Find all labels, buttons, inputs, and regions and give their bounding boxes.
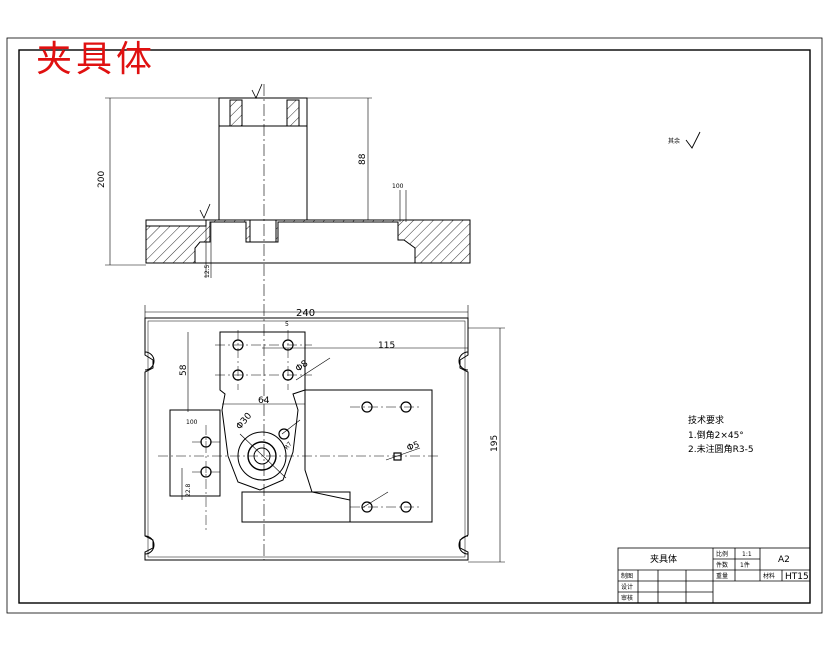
title-check-label: 审核 [621, 594, 633, 602]
roughness-check-icon [685, 131, 701, 149]
tech-title: 技术要求 [688, 414, 724, 426]
bottom-pad [241, 491, 351, 523]
outer-border [6, 37, 823, 614]
dim-phi30: Φ30 [235, 411, 255, 432]
dim-200: 200 [97, 171, 107, 188]
roughness-symbol-top [199, 83, 263, 219]
dim-5: 5 [285, 321, 289, 328]
left-pad [169, 409, 221, 497]
title-material-value: HT15 [785, 572, 809, 582]
dim-58: 58 [179, 364, 189, 376]
part-name-stamp: 夹具体 [36, 39, 157, 80]
title-quantity-label: 件数 [716, 561, 728, 569]
slot-left-top [144, 351, 155, 371]
dim-240: 240 [296, 308, 315, 319]
small-square-hole [393, 452, 402, 461]
plate-inner-edge [147, 320, 466, 558]
front-view [145, 97, 471, 278]
dim-phi5: Φ5 [406, 440, 421, 454]
upper-boss-hatch-left [229, 99, 243, 127]
inner-border [18, 49, 811, 604]
slot-right-top [458, 351, 469, 371]
roughness-note: 其余 [668, 137, 680, 145]
dim-12-5: 12.5 [204, 264, 211, 278]
dim-88: 88 [358, 153, 368, 165]
top-dimensions [144, 305, 505, 563]
front-dimensions [105, 97, 372, 266]
dim-100-tol-left: 100 [186, 419, 198, 426]
slot-right-bottom [458, 535, 469, 555]
dim-r7: R7 [283, 441, 294, 452]
tech-item-2: 2.未注圆角R3-5 [688, 443, 754, 455]
title-ratio-value: 1:1 [742, 551, 752, 558]
title-material-label: 材料 [763, 572, 775, 580]
dim-195: 195 [490, 435, 500, 452]
top-view [144, 317, 469, 561]
base-plate-section [145, 219, 471, 264]
title-sheet-size: A2 [778, 555, 790, 565]
dim-64: 64 [258, 396, 270, 406]
title-part-name: 夹具体 [650, 553, 677, 565]
tech-item-1: 1.倒角2×45° [688, 429, 744, 441]
title-weight-label: 重量 [716, 572, 728, 580]
hole [278, 428, 290, 440]
title-quantity-value: 1件 [740, 561, 750, 569]
counterbore [249, 219, 277, 243]
title-ratio-label: 比例 [716, 550, 728, 558]
dim-115: 115 [378, 341, 395, 351]
dim-22-8: 22.8 [185, 483, 192, 497]
top-view-center-lines [158, 330, 440, 530]
upper-boss-hatch-right [286, 99, 300, 127]
plate-outline [144, 317, 469, 561]
title-block [617, 547, 811, 604]
slot-left-bottom [144, 535, 155, 555]
top-pad [219, 331, 306, 491]
title-draw-label: 制图 [621, 572, 633, 580]
dim-100-tol: 100 [392, 183, 404, 190]
title-design-label: 设计 [621, 583, 633, 591]
